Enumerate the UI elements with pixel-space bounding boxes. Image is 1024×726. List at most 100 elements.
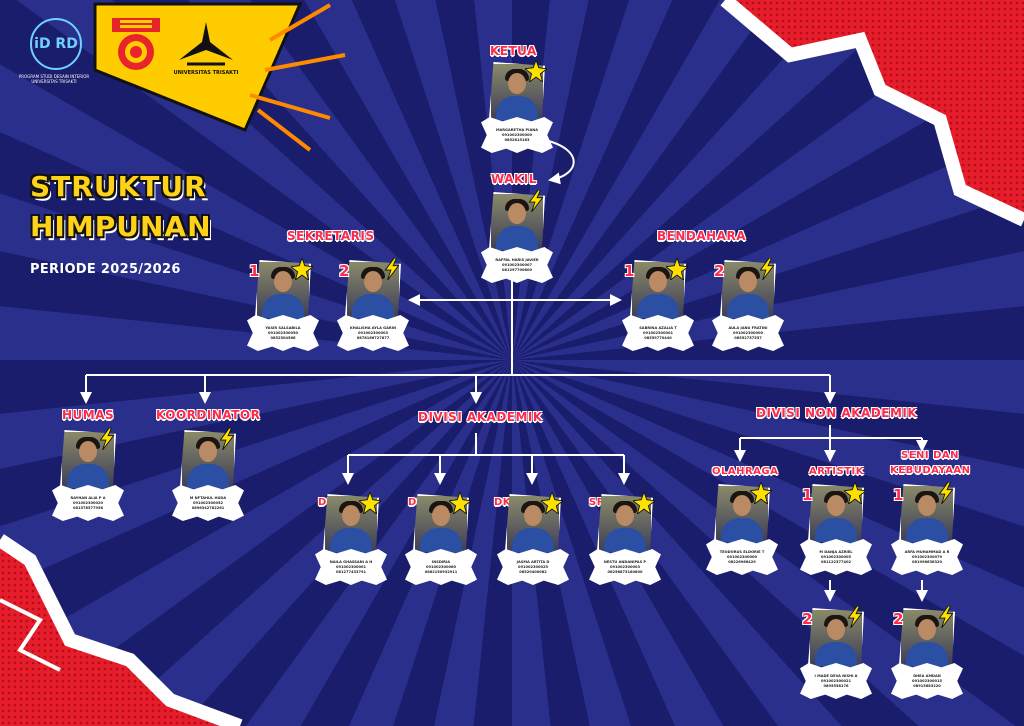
member-id: 091002300003 [609, 564, 640, 569]
role-divisi-non-akademik: DIVISI NON AKADEMIK [756, 406, 918, 420]
member-phone: 0882150932911 [424, 569, 458, 574]
role-ketua: KETUA [490, 44, 537, 58]
member-name: JASMA ARTITA D [516, 559, 550, 564]
page-title-line2: HIMPUNAN [30, 210, 212, 243]
lightning-icon [759, 258, 775, 280]
member-name: I MADE DEVA NISHI A [814, 673, 858, 678]
member-name: RAFFAL HARIS JAVIER [495, 257, 539, 262]
rank-number: 2 [893, 610, 904, 628]
member-name: RAYHAN ALIA P A [70, 495, 106, 500]
star-burst-icon [541, 492, 563, 514]
member-phone: 08915683220 [913, 683, 941, 688]
member-phone: 081297700800 [501, 267, 532, 272]
member-phone: 08226966429 [728, 559, 756, 564]
member-phone: 0852815163 [504, 137, 530, 142]
role-humas: HUMAS [62, 408, 115, 422]
member-id: 091002300079 [911, 554, 942, 559]
member-id: 091002300003 [357, 330, 388, 335]
member-id: 091002300001 [335, 564, 366, 569]
member-id: 091002300000 [501, 132, 532, 137]
lightning-icon [528, 190, 544, 212]
member-name: NESTU ANDANIPAS P [603, 559, 647, 564]
ring-logo-icon [112, 18, 160, 70]
rank-number: 2 [802, 610, 813, 628]
member-phone: 08559770440 [644, 335, 672, 340]
trisakti-logo-icon [179, 22, 233, 66]
lightning-icon [219, 428, 235, 450]
lightning-icon [938, 606, 954, 628]
star-burst-icon [291, 258, 313, 280]
member-id: 091002300005 [820, 554, 851, 559]
member-id: 091002300015 [911, 678, 942, 683]
lightning-icon [99, 428, 115, 450]
member-phone: 0852504566 [270, 335, 296, 340]
lightning-icon [847, 606, 863, 628]
member-name: AULA JANU FRATINI [728, 325, 768, 330]
member-name: M NFTAHUL HUDA [189, 495, 227, 500]
member-phone: 08256873180800 [607, 569, 643, 574]
member-name: TEODORUS ELDORIE T [719, 549, 765, 554]
member-name: NAILA GHASSANI A H [329, 559, 373, 564]
lightning-icon [384, 258, 400, 280]
star-burst-icon [525, 60, 547, 82]
member-photo [630, 260, 686, 322]
star-burst-icon [633, 492, 655, 514]
star-burst-icon [666, 258, 688, 280]
member-id: 091002300021 [820, 678, 851, 683]
role-koordinator: KOORDINATOR [156, 408, 261, 422]
role-artistik: ARTISTIK [809, 466, 865, 477]
star-burst-icon [449, 492, 471, 514]
member-id: 091002300001 [642, 330, 673, 335]
member-name: ARFA MUHAMMAD A R [904, 549, 950, 554]
trisakti-caption: UNIVERSITAS TRISAKTI [173, 70, 239, 76]
member-phone: 081122377402 [820, 559, 851, 564]
role-sekretaris: SEKRETARIS [287, 229, 375, 243]
member-phone: 081578577958 [72, 505, 103, 510]
star-burst-icon [359, 492, 381, 514]
star-burst-icon [750, 482, 772, 504]
member-id: 091002300020 [72, 500, 103, 505]
member-photo [489, 62, 545, 124]
period-label: PERIODE 2025/2026 [30, 262, 181, 277]
rank-number: 1 [802, 486, 813, 504]
role-divisi-akademik: DIVISI AKADEMIK [418, 410, 543, 424]
member-id: 091002300007 [501, 262, 532, 267]
lightning-icon [938, 482, 954, 504]
member-name: YASIR SALSABILA [265, 325, 301, 330]
member-name: M DANJA AZRIEL [819, 549, 853, 554]
member-id: 091002300000 [726, 554, 757, 559]
member-phone: 081998638320 [911, 559, 942, 564]
member-id: 091002300025 [517, 564, 548, 569]
member-photo [899, 608, 955, 670]
logo-idrd-caption: PROGRAM STUDI DESAIN INTERIOR UNIVERSITA… [18, 74, 90, 84]
logo-idrd-mark: iD RD [30, 18, 82, 70]
role-olahraga: OLAHRAGA [712, 466, 779, 477]
member-id: 091002300000 [732, 330, 763, 335]
role-bendahara: BENDAHARA [657, 229, 746, 243]
member-name: INSDIRIA [431, 559, 451, 564]
member-phone: 08520400082 [519, 569, 547, 574]
member-name: KHALISHA AYLA GARIN [349, 325, 397, 330]
member-phone: 0895558176 [823, 683, 849, 688]
member-phone: 0896342782261 [191, 505, 225, 510]
role-di: DI [318, 497, 332, 508]
star-burst-icon [844, 482, 866, 504]
logo-idrd: iD RD PROGRAM STUDI DESAIN INTERIOR UNIV… [19, 18, 89, 84]
member-id: 091002300052 [192, 500, 223, 505]
rank-number: 2 [339, 262, 350, 280]
